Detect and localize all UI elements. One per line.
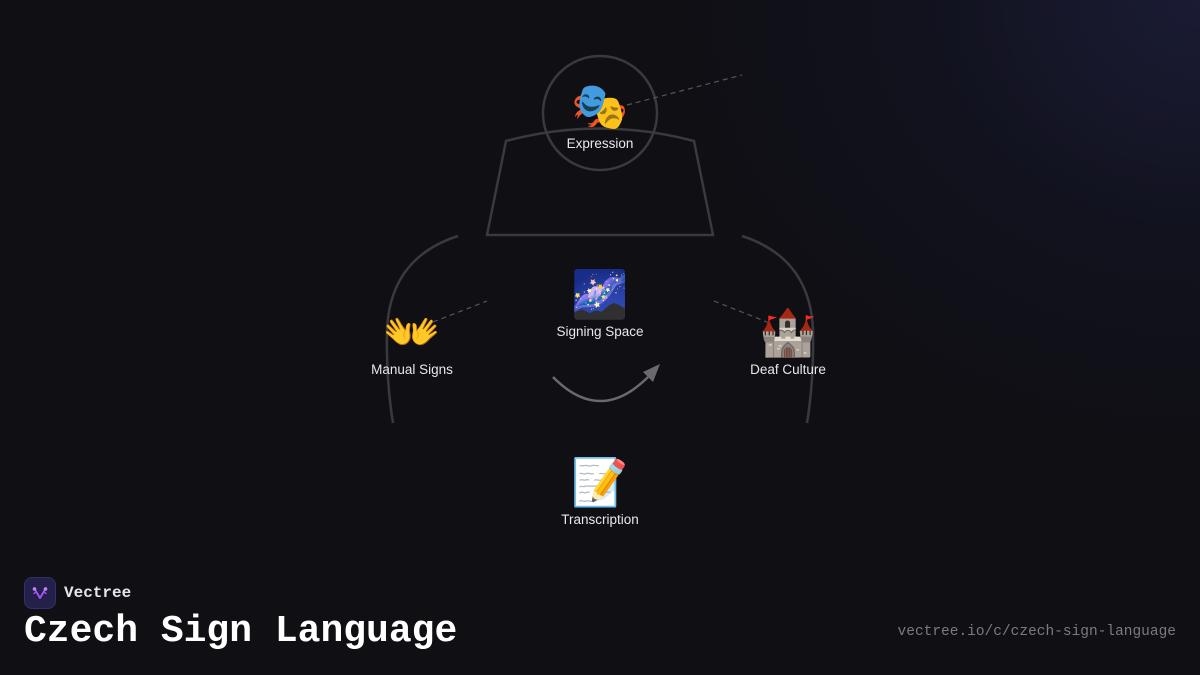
brand-name: Vectree <box>64 584 132 602</box>
dashed-connector-manual-signs <box>432 300 488 323</box>
node-expression: 🎭 Expression <box>567 80 634 151</box>
right-arm-curve <box>741 234 815 424</box>
node-label: Manual Signs <box>371 362 453 377</box>
page-url[interactable]: vectree.io/c/czech-sign-language <box>897 624 1176 640</box>
node-deaf-culture: 🏰 Deaf Culture <box>750 306 826 377</box>
node-label: Deaf Culture <box>750 362 826 377</box>
node-manual-signs: 👐 Manual Signs <box>371 306 453 377</box>
node-label: Expression <box>566 136 634 151</box>
dashed-connector-expression <box>626 74 743 106</box>
node-label: Transcription <box>561 512 639 527</box>
castle-icon: 🏰 <box>759 305 817 359</box>
curved-arrow <box>552 376 649 403</box>
arrow-head-icon <box>643 364 660 382</box>
head-circle <box>541 54 659 172</box>
brand: Vectree <box>24 577 131 609</box>
left-arm-curve <box>385 234 459 424</box>
page-title: Czech Sign Language <box>24 610 458 653</box>
performing-arts-masks-icon: 🎭 <box>571 79 629 133</box>
memo-pencil-icon: 📝 <box>571 455 629 509</box>
dashed-connector-deaf-culture <box>713 300 773 325</box>
open-hands-icon: 👐 <box>383 305 441 359</box>
torso-outline <box>485 127 715 237</box>
milky-way-icon: 🌌 <box>571 267 629 321</box>
node-label: Signing Space <box>556 324 644 339</box>
node-signing-space: 🌌 Signing Space <box>556 268 643 339</box>
node-transcription: 📝 Transcription <box>561 456 639 527</box>
vectree-logo-icon <box>24 577 56 609</box>
